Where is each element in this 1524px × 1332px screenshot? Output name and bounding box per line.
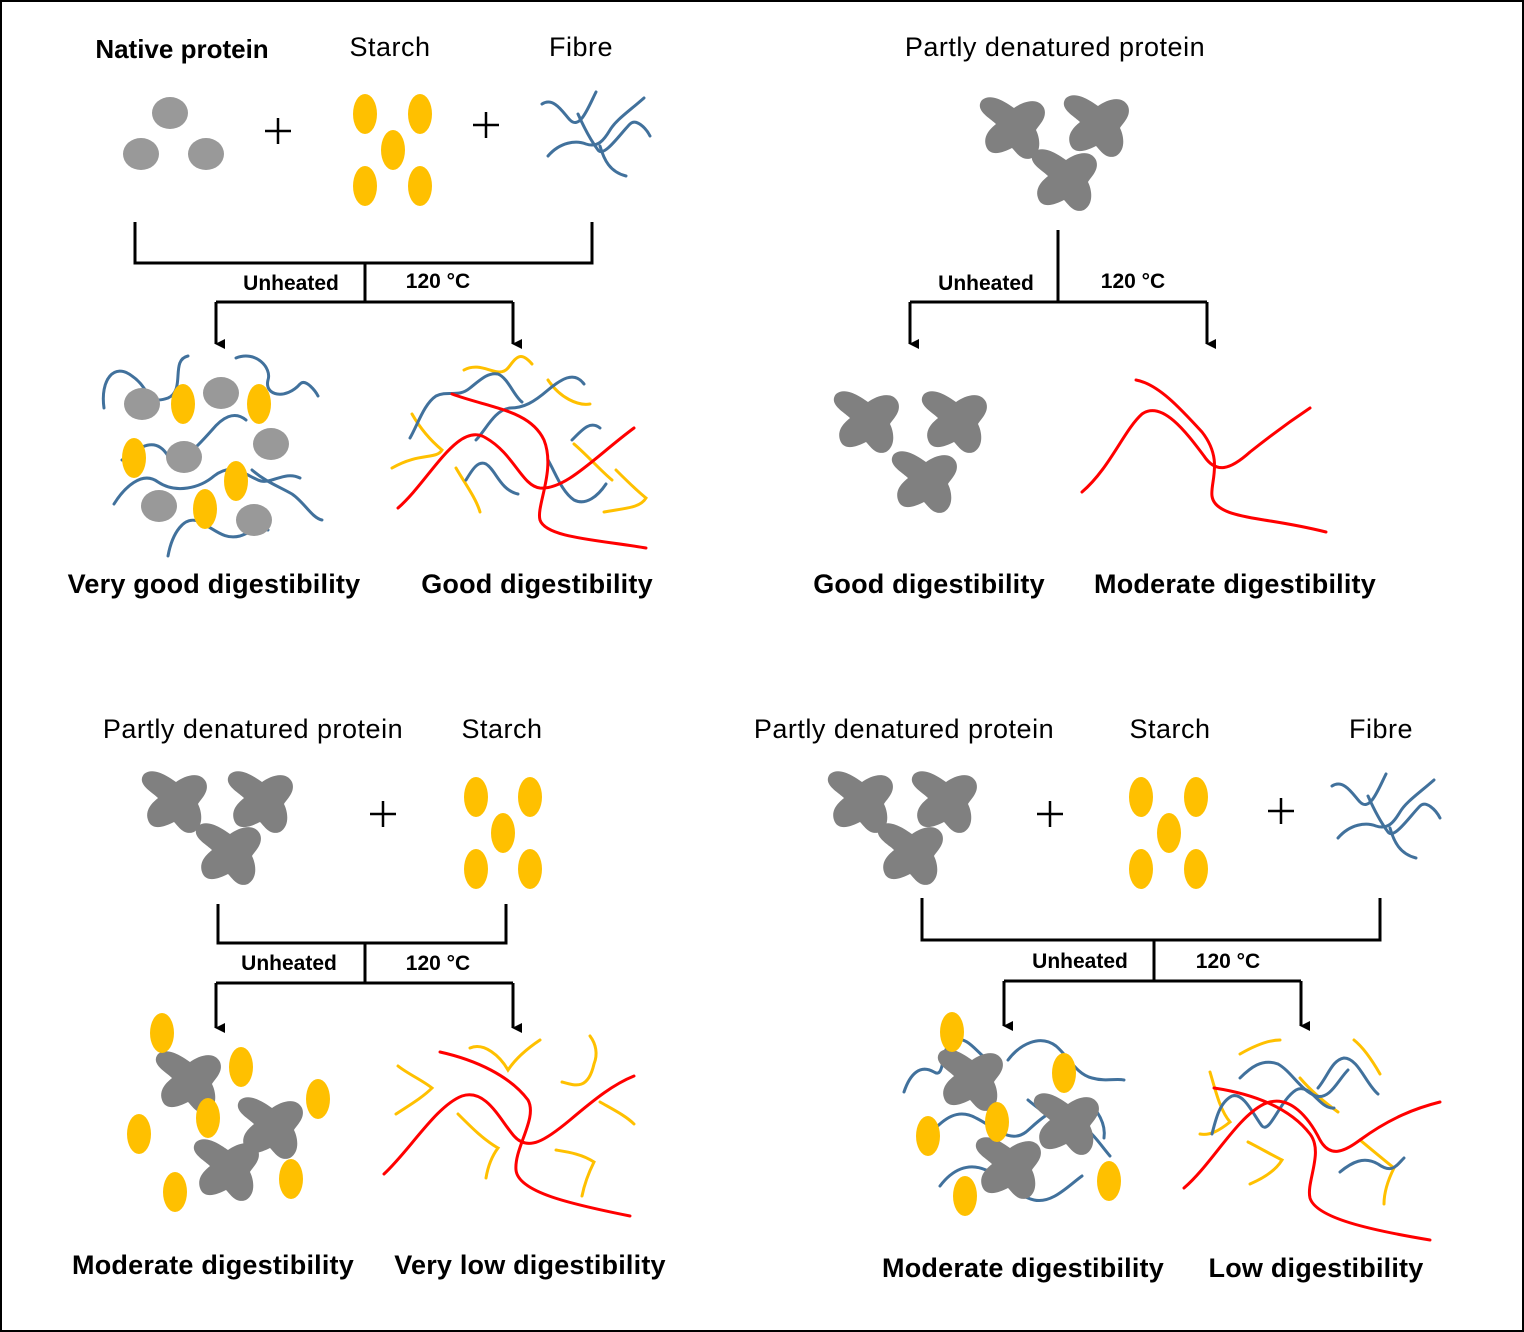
condition-unheated: Unheated	[938, 272, 1034, 295]
result-heated: Low digestibility	[1208, 1253, 1424, 1283]
condition-heated: 120 °C	[405, 952, 471, 975]
bracket-lines	[133, 222, 594, 349]
unheated-mixture-denatured-starch	[127, 1013, 330, 1212]
unheated-mixture-all	[902, 1012, 1126, 1216]
result-unheated: Good digestibility	[813, 569, 1045, 599]
ingredient-partly-denatured-protein: Partly denatured protein	[102, 714, 404, 744]
ingredient-partly-denatured-protein: Partly denatured protein	[753, 714, 1055, 744]
result-unheated: Moderate digestibility	[72, 1250, 354, 1280]
bracket-lines	[908, 230, 1216, 349]
panel-bottom-left	[127, 771, 636, 1218]
unheated-mixture-denatured	[833, 391, 987, 513]
native-protein-icon	[123, 97, 224, 170]
panel-top-left	[101, 90, 652, 558]
condition-heated: 120 °C	[1195, 950, 1261, 973]
bracket-lines	[214, 904, 522, 1033]
condition-unheated: Unheated	[241, 952, 337, 975]
result-unheated: Moderate digestibility	[882, 1253, 1164, 1283]
heated-network-denatured-starch	[382, 1034, 636, 1218]
ingredient-partly-denatured-protein: Partly denatured protein	[904, 32, 1206, 62]
unheated-mixture-native	[101, 354, 324, 558]
condition-unheated: Unheated	[243, 272, 339, 295]
ingredient-starch: Starch	[461, 714, 543, 744]
starch-granule-icon	[464, 777, 542, 889]
ingredient-starch: Starch	[1129, 714, 1211, 744]
ingredient-fibre: Fibre	[548, 32, 614, 62]
fibre-strand-icon	[1330, 772, 1442, 860]
result-unheated: Very good digestibility	[67, 569, 361, 599]
denatured-protein-icon	[141, 771, 293, 885]
condition-heated: 120 °C	[405, 270, 471, 293]
result-heated: Good digestibility	[421, 569, 653, 599]
heated-network-all	[1182, 1038, 1442, 1242]
denatured-protein-icon	[979, 95, 1129, 211]
plus-sign-icon	[265, 112, 1294, 827]
denatured-protein-icon	[827, 771, 977, 885]
condition-unheated: Unheated	[1032, 950, 1128, 973]
gel-network-icon	[1080, 378, 1328, 534]
bracket-lines	[920, 898, 1382, 1031]
ingredient-fibre: Fibre	[1348, 714, 1414, 744]
ingredient-starch: Starch	[349, 32, 431, 62]
condition-heated: 120 °C	[1100, 270, 1166, 293]
result-heated: Very low digestibility	[394, 1250, 666, 1280]
panel-bottom-right	[827, 771, 1442, 1242]
starch-granule-icon	[1129, 777, 1208, 889]
heated-network-native	[390, 355, 648, 550]
panel-top-right	[833, 95, 1328, 534]
starch-granule-icon	[353, 94, 432, 206]
result-heated: Moderate digestibility	[1094, 569, 1376, 599]
fibre-strand-icon	[540, 90, 652, 178]
ingredient-native-protein: Native protein	[95, 34, 269, 64]
